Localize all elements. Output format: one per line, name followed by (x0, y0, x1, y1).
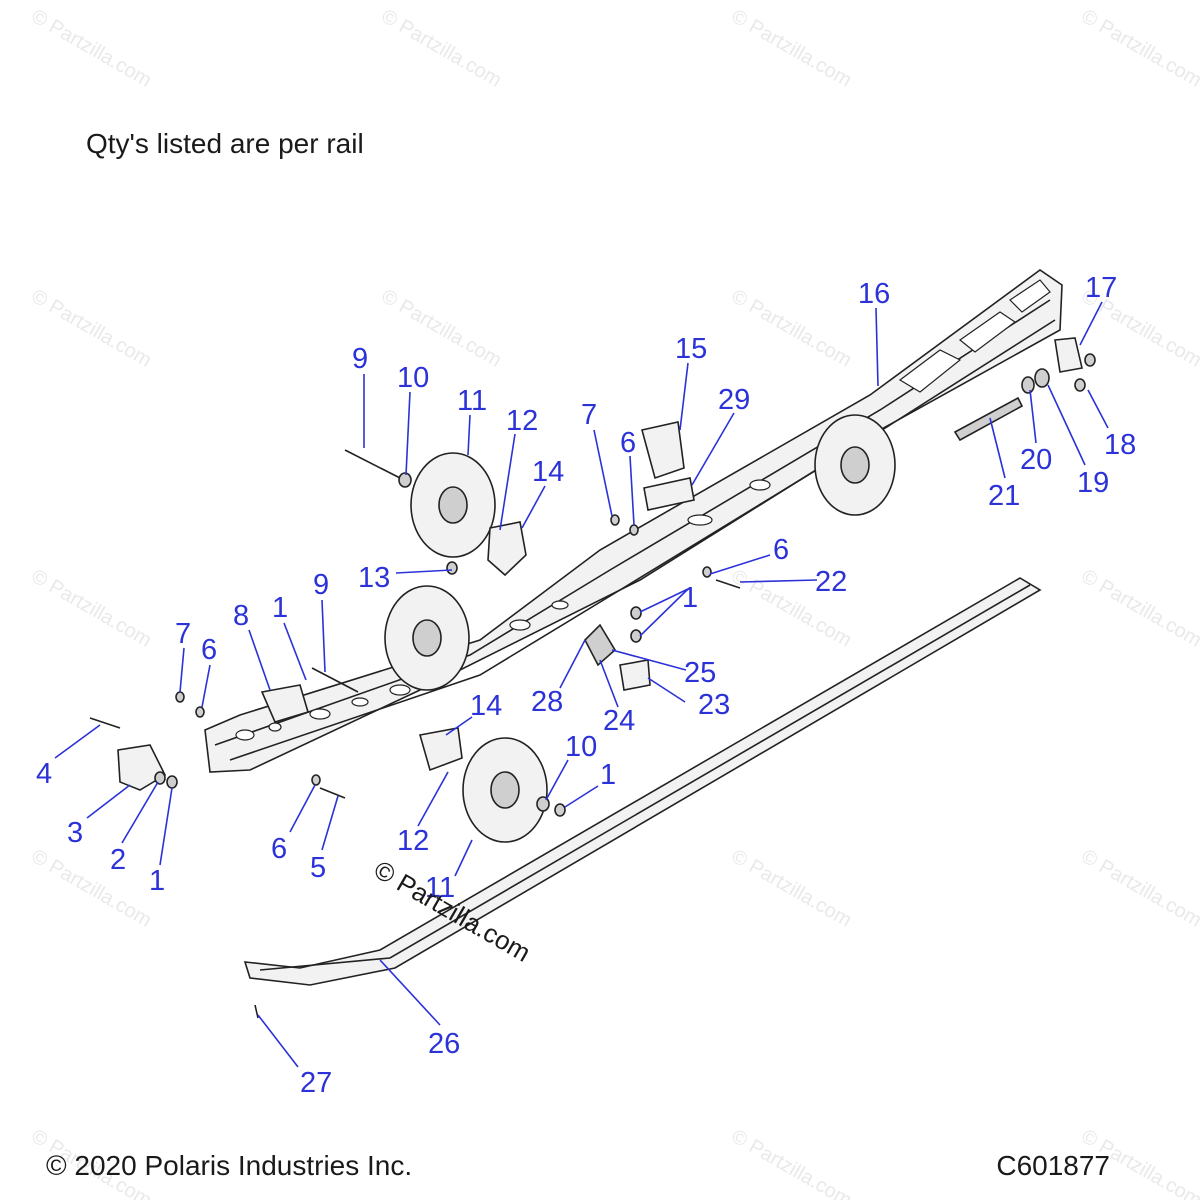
callout-6[interactable]: 6 (201, 634, 217, 666)
callouts: 9 10 11 12 14 7 6 15 29 16 17 18 19 20 2… (36, 272, 1136, 1099)
watermark: © Partzilla.com (28, 845, 156, 931)
callout-20[interactable]: 20 (1020, 444, 1052, 476)
callout-1[interactable]: 1 (682, 582, 698, 614)
watermark: © Partzilla.com (728, 5, 856, 91)
callout-14[interactable]: 14 (532, 456, 564, 488)
callout-18[interactable]: 18 (1104, 429, 1136, 461)
callout-1[interactable]: 1 (149, 865, 165, 897)
idler-wheel-middle (384, 585, 470, 691)
callout-19[interactable]: 19 (1077, 467, 1109, 499)
callout-2[interactable]: 2 (110, 844, 126, 876)
callout-4[interactable]: 4 (36, 758, 52, 790)
watermark: © Partzilla.com (28, 5, 156, 91)
callout-15[interactable]: 15 (675, 333, 707, 365)
callout-11[interactable]: 11 (457, 385, 487, 417)
watermark: © Partzilla.com (1078, 845, 1200, 931)
callout-29[interactable]: 29 (718, 384, 750, 416)
leader-lines (54, 301, 1109, 1068)
diagram-id: C601877 (996, 1150, 1110, 1181)
callout-10[interactable]: 10 (565, 731, 597, 763)
callout-16[interactable]: 16 (858, 278, 890, 310)
callout-12[interactable]: 12 (397, 825, 429, 857)
callout-6[interactable]: 6 (271, 833, 287, 865)
copyright-text: © 2020 Polaris Industries Inc. (46, 1150, 413, 1181)
callout-26[interactable]: 26 (428, 1028, 460, 1060)
callout-14[interactable]: 14 (470, 690, 502, 722)
small-parts (89, 337, 1096, 1019)
callout-5[interactable]: 5 (310, 852, 326, 884)
watermark: © Partzilla.com (378, 5, 506, 91)
rail-frame (204, 269, 1063, 773)
callout-28[interactable]: 28 (531, 686, 563, 718)
callout-21[interactable]: 21 (988, 480, 1020, 512)
idler-wheel-lower (462, 737, 548, 843)
callout-27[interactable]: 27 (300, 1067, 332, 1099)
callout-12[interactable]: 12 (506, 405, 538, 437)
callout-10[interactable]: 10 (397, 362, 429, 394)
callout-1[interactable]: 1 (600, 759, 616, 791)
callout-13[interactable]: 13 (358, 562, 390, 594)
callout-9[interactable]: 9 (313, 569, 329, 601)
watermark: © Partzilla.com (28, 565, 156, 651)
callout-1[interactable]: 1 (272, 592, 288, 624)
callout-6[interactable]: 6 (773, 534, 789, 566)
idler-wheel-rear (814, 414, 896, 516)
callout-24[interactable]: 24 (603, 705, 635, 737)
watermark: © Partzilla.com (28, 285, 156, 371)
callout-7[interactable]: 7 (581, 399, 597, 431)
idler-wheel-upper (410, 452, 496, 558)
watermark: © Partzilla.com (378, 285, 506, 371)
watermark: © Partzilla.com (728, 845, 856, 931)
callout-7[interactable]: 7 (175, 618, 191, 650)
callout-17[interactable]: 17 (1085, 272, 1117, 304)
callout-8[interactable]: 8 (233, 600, 249, 632)
callout-3[interactable]: 3 (67, 817, 83, 849)
callout-23[interactable]: 23 (698, 689, 730, 721)
watermark: © Partzilla.com (728, 1125, 856, 1200)
callout-11[interactable]: 11 (425, 872, 455, 904)
callout-25[interactable]: 25 (684, 657, 716, 689)
watermark: © Partzilla.com (728, 285, 856, 371)
quantity-note: Qty's listed are per rail (86, 128, 364, 159)
watermark: © Partzilla.com (1078, 565, 1200, 651)
callout-6[interactable]: 6 (620, 427, 636, 459)
callout-9[interactable]: 9 (352, 343, 368, 375)
slide-rail (243, 577, 1042, 986)
callout-22[interactable]: 22 (815, 566, 847, 598)
watermark: © Partzilla.com (1078, 5, 1200, 91)
watermark-layer: © Partzilla.com © Partzilla.com © Partzi… (28, 5, 1200, 1200)
